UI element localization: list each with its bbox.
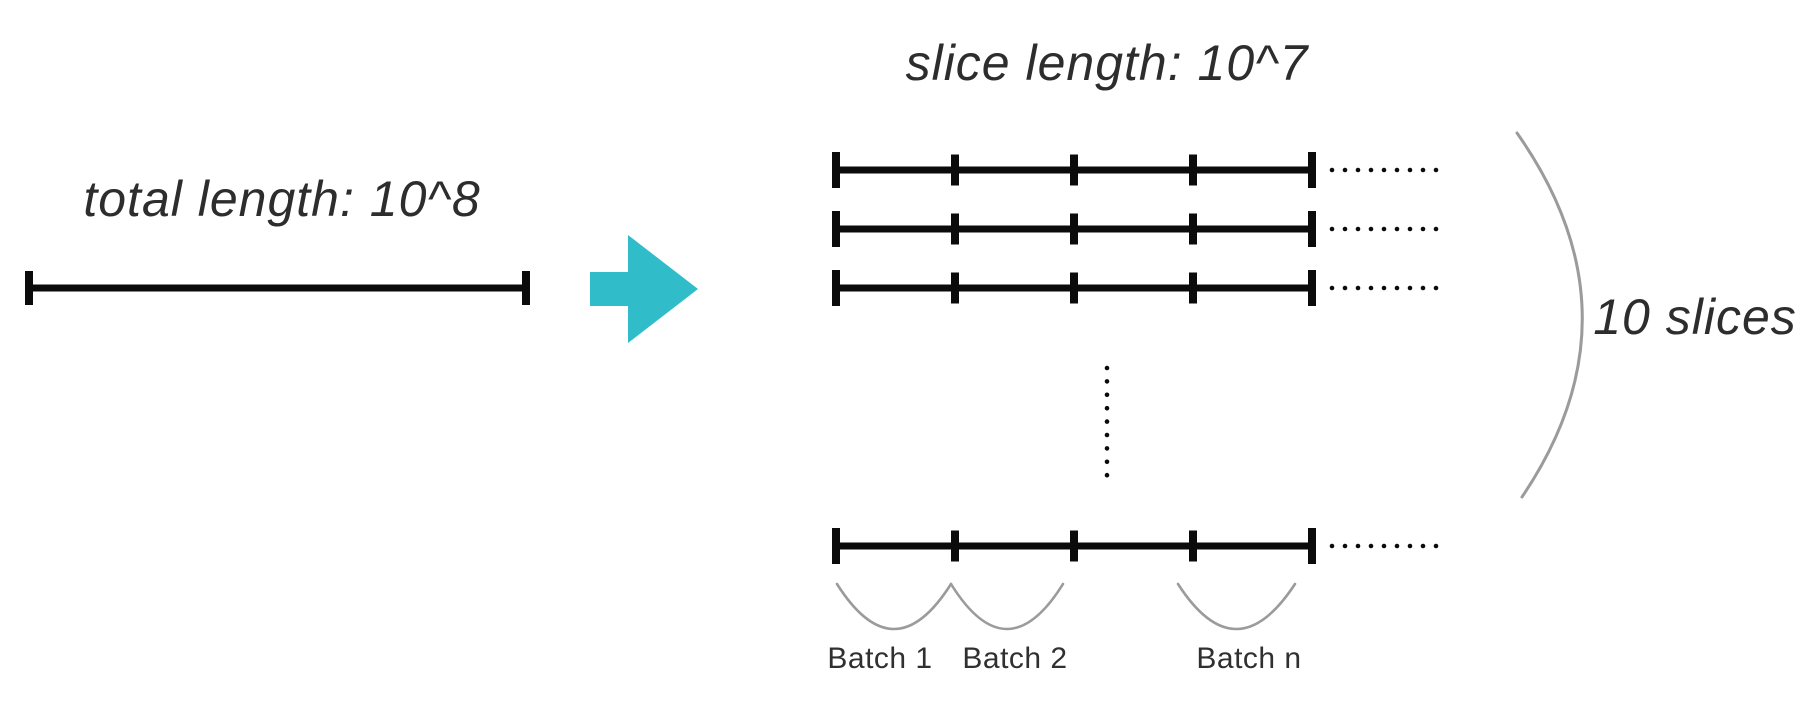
total-line-right-tick <box>522 271 530 305</box>
tick-mark <box>951 154 959 186</box>
continuation-dot <box>1420 226 1426 232</box>
tick-mark <box>832 152 840 188</box>
tick-mark <box>832 528 840 564</box>
continuation-dot <box>1407 167 1413 173</box>
continuation-dot <box>1368 226 1374 232</box>
slices-brace <box>1515 131 1584 499</box>
continuation-dot <box>1420 285 1426 291</box>
ten-slices-label: 10 slices <box>1593 289 1797 345</box>
continuation-dot <box>1329 543 1335 549</box>
slice-row <box>832 528 1439 564</box>
tick-mark <box>1070 213 1078 245</box>
tick-mark <box>1308 270 1316 306</box>
batch-n-label: Batch n <box>1196 642 1302 675</box>
ellipsis-dot <box>1104 419 1110 424</box>
slice-length-title: slice length: 10^7 <box>905 35 1309 91</box>
total-line-left-tick <box>25 271 33 305</box>
slice-row <box>832 152 1439 188</box>
batch-arcs <box>835 582 1297 631</box>
continuation-dot <box>1420 167 1426 173</box>
total-length-label: total length: 10^8 <box>83 171 481 227</box>
tick-mark <box>832 270 840 306</box>
tick-mark <box>951 213 959 245</box>
continuation-dot <box>1381 167 1387 173</box>
tick-mark <box>951 272 959 304</box>
continuation-dot <box>1368 285 1374 291</box>
tick-mark <box>1070 154 1078 186</box>
ellipsis-dot <box>1104 432 1110 438</box>
continuation-dot <box>1329 226 1335 232</box>
batch-2-label: Batch 2 <box>962 642 1068 675</box>
continuation-dot <box>1342 167 1348 173</box>
tick-mark <box>1308 211 1316 247</box>
continuation-dot <box>1394 543 1400 549</box>
continuation-dot <box>1394 167 1400 173</box>
continuation-dot <box>1381 226 1387 232</box>
continuation-dot <box>1433 167 1439 173</box>
tick-mark <box>1189 154 1197 186</box>
continuation-dot <box>1342 285 1348 291</box>
continuation-dot <box>1433 285 1439 291</box>
continuation-dot <box>1355 226 1361 232</box>
slice-rows-layer <box>832 152 1439 564</box>
slice-row <box>832 270 1439 306</box>
continuation-dot <box>1420 543 1426 549</box>
continuation-dot <box>1381 543 1387 549</box>
batch-1-label: Batch 1 <box>827 642 933 675</box>
continuation-dot <box>1368 167 1374 173</box>
continuation-dot <box>1407 285 1413 291</box>
total-length-line <box>25 271 530 305</box>
tick-mark <box>1189 272 1197 304</box>
continuation-dot <box>1355 285 1361 291</box>
tick-mark <box>832 211 840 247</box>
continuation-dot <box>1329 285 1335 291</box>
tick-mark <box>951 530 959 562</box>
continuation-dot <box>1355 543 1361 549</box>
continuation-dot <box>1394 226 1400 232</box>
continuation-dot <box>1342 226 1348 232</box>
tick-mark <box>1308 152 1316 188</box>
vertical-ellipsis <box>1104 365 1110 478</box>
tick-mark <box>1070 272 1078 304</box>
continuation-dot <box>1407 543 1413 549</box>
ellipsis-dot <box>1104 405 1110 411</box>
continuation-dot <box>1433 226 1439 232</box>
tick-mark <box>1189 213 1197 245</box>
ellipsis-dot <box>1104 365 1110 371</box>
continuation-dot <box>1368 543 1374 549</box>
continuation-dot <box>1329 167 1335 173</box>
right-arrow-icon <box>590 235 698 343</box>
batch-n-arc <box>1176 582 1297 631</box>
continuation-dot <box>1381 285 1387 291</box>
continuation-dot <box>1355 167 1361 173</box>
ellipsis-dot <box>1104 392 1110 398</box>
ellipsis-dot <box>1104 472 1110 478</box>
continuation-dot <box>1407 226 1413 232</box>
tick-mark <box>1070 530 1078 562</box>
continuation-dot <box>1394 285 1400 291</box>
ellipsis-dot <box>1104 446 1110 451</box>
tick-mark <box>1308 528 1316 564</box>
continuation-dot <box>1433 543 1439 549</box>
batch-1-arc <box>835 582 953 631</box>
continuation-dot <box>1342 543 1348 549</box>
batch-2-arc <box>949 582 1065 631</box>
tick-mark <box>1189 530 1197 562</box>
ellipsis-dot <box>1104 459 1110 465</box>
ellipsis-dot <box>1104 379 1110 384</box>
slice-row <box>832 211 1439 247</box>
